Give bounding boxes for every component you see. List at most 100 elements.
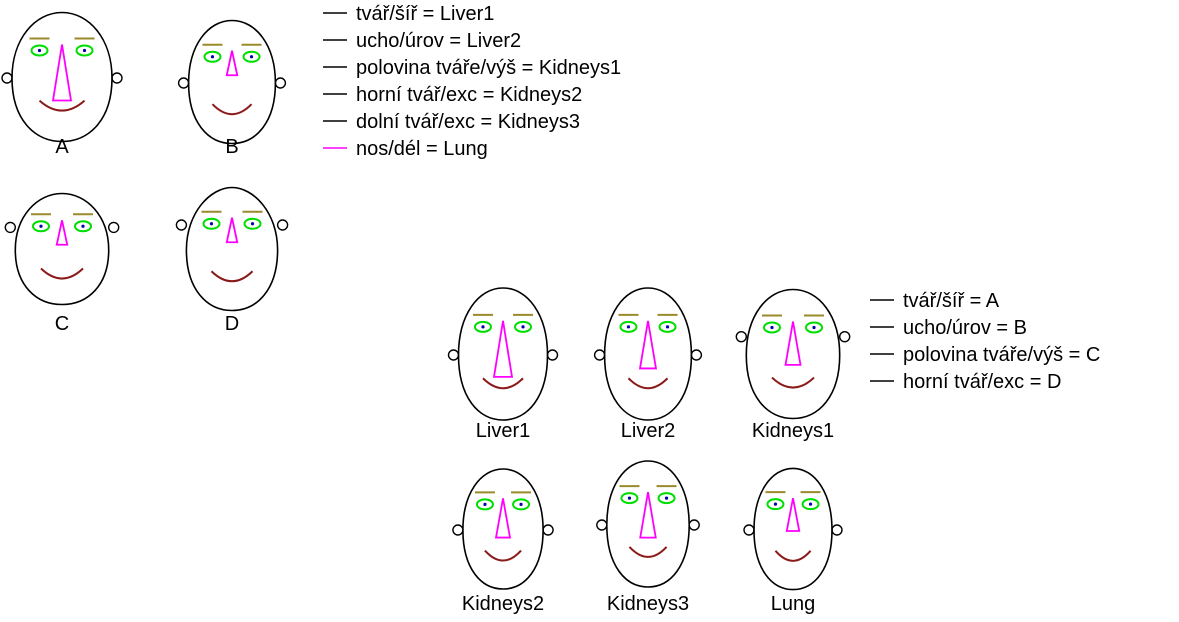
pupil [83,49,86,52]
legend-item: nos/dél = Lung [323,138,488,160]
left-ear-icon [5,222,15,232]
mouth [212,104,251,114]
mouth [628,378,667,388]
nose [227,51,238,76]
mouth [485,551,521,561]
face-label: Kidneys3 [607,593,689,615]
right-ear-icon [112,73,122,83]
pupil [251,222,254,225]
legend-item: horní tvář/exc = Kidneys2 [323,84,582,106]
left-ear-icon [736,332,746,342]
face-label: Kidneys2 [462,593,544,615]
face-label: C [55,313,69,335]
face-c: C [5,194,118,336]
pupil [812,326,815,329]
nose [496,498,510,537]
legend-item: horní tvář/exc = D [870,371,1061,393]
pupil [481,325,484,328]
legend-text: polovina tváře/výš = Kidneys1 [356,57,621,79]
face-label: A [55,136,69,158]
legend-item: polovina tváře/výš = Kidneys1 [323,57,621,79]
pupil [627,325,630,328]
face-outline [746,290,839,419]
mouth [41,269,83,279]
face-kidneys1: Kidneys1 [736,290,849,443]
face-label: B [225,136,238,158]
face-liver1: Liver1 [449,288,558,442]
legend-item: dolní tvář/exc = Kidneys3 [323,111,580,133]
right-ear-icon [109,222,119,232]
left-ear-icon [453,525,463,535]
face-lung: Lung [744,468,842,615]
legend-text: ucho/úrov = B [903,317,1027,339]
nose [494,321,512,377]
faces-panel-patients: A B C D [2,13,288,336]
face-kidneys2: Kidneys2 [453,469,553,615]
pupil [666,325,669,328]
pupil [521,325,524,328]
right-ear-icon [840,332,850,342]
mouth [483,378,523,388]
mouth [629,547,666,557]
face-outline [605,288,692,420]
pupil [81,225,84,228]
legend-text: horní tvář/exc = Kidneys2 [356,84,582,106]
legend-text: tvář/šíř = Liver1 [356,3,494,25]
nose [57,220,68,245]
legend-text: tvář/šíř = A [903,290,1000,312]
legend-item: ucho/úrov = Liver2 [323,30,521,52]
face-outline [186,188,277,311]
pupil [809,503,812,506]
mouth [775,551,810,561]
right-ear-icon [543,525,553,535]
left-ear-icon [744,525,754,535]
pupil [483,503,486,506]
nose [640,321,656,369]
face-b: B [179,21,286,159]
legend-item: polovina tváře/výš = C [870,344,1100,366]
face-d: D [176,188,287,336]
face-a: A [2,13,122,159]
legend-text: nos/dél = Lung [356,138,488,160]
right-ear-icon [832,525,842,535]
face-liver2: Liver2 [595,288,702,442]
pupil [665,497,668,500]
face-label: D [225,313,239,335]
pupil [774,503,777,506]
pupil [519,503,522,506]
face-label: Liver1 [476,420,530,442]
face-outline [459,288,548,420]
nose [53,44,71,100]
left-ear-icon [2,73,12,83]
left-ear-icon [597,520,607,530]
legend-patients: tvář/šíř = Liver1 ucho/úrov = Liver2 polov… [323,3,621,160]
nose [227,218,238,243]
pupil [211,55,214,58]
left-ear-icon [595,350,605,360]
face-outline [12,13,112,142]
right-ear-icon [278,220,288,230]
mouth [211,271,252,281]
legend-item: tvář/šíř = A [870,290,1000,312]
right-ear-icon [548,350,558,360]
left-ear-icon [179,78,189,88]
mouth [40,101,85,111]
nose [786,321,801,364]
face-outline [15,194,108,305]
face-outline [754,468,832,589]
pupil [210,222,213,225]
pupil [250,55,253,58]
left-ear-icon [449,350,459,360]
face-outline [607,461,689,587]
face-label: Lung [771,593,816,615]
nose [640,492,656,538]
face-outline [189,21,276,144]
face-kidneys3: Kidneys3 [597,461,699,615]
legend-text: ucho/úrov = Liver2 [356,30,521,52]
face-label: Liver2 [621,420,675,442]
pupil [628,497,631,500]
pupil [770,326,773,329]
right-ear-icon [275,78,285,88]
